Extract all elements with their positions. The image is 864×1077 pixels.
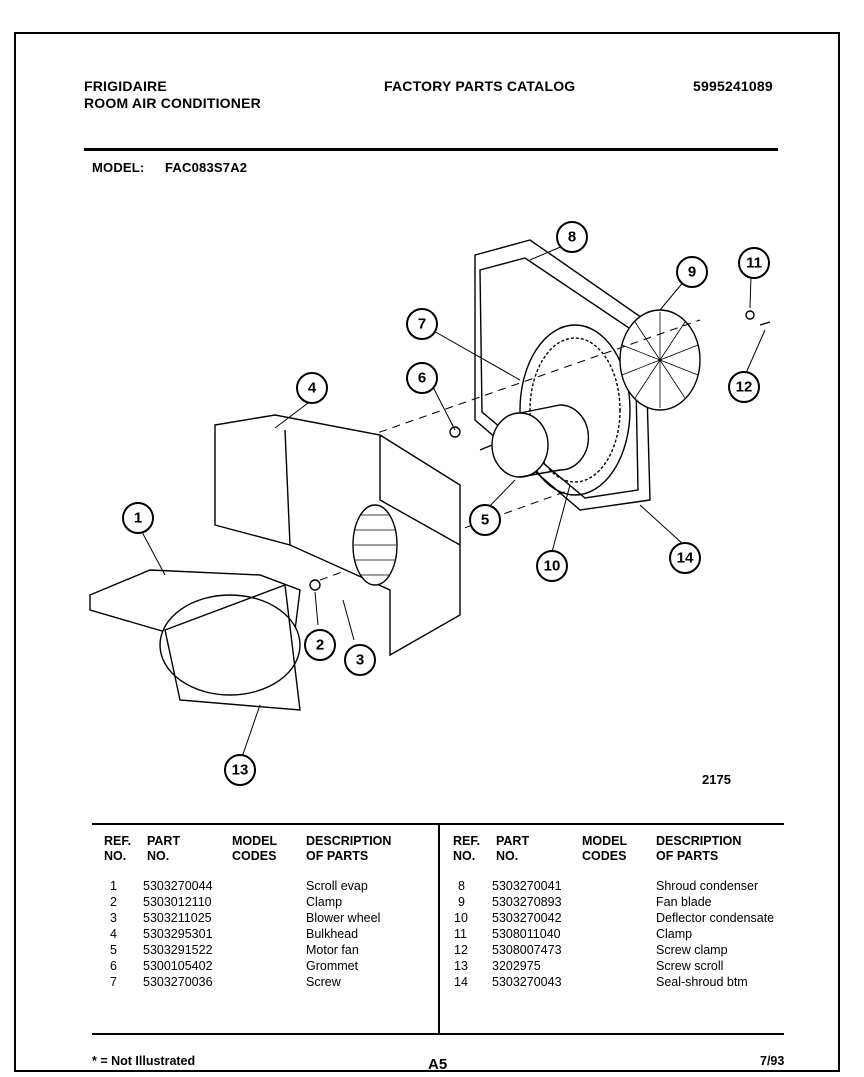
page-frame bbox=[14, 32, 840, 1072]
header-ref: REF.NO. bbox=[104, 834, 132, 863]
table-bottom-rule bbox=[92, 1033, 784, 1035]
svg-text:4: 4 bbox=[308, 380, 317, 397]
header-ref-right: REF.NO. bbox=[453, 834, 481, 863]
svg-text:13: 13 bbox=[232, 762, 249, 779]
callout-5: 5 bbox=[469, 504, 501, 536]
svg-text:8: 8 bbox=[568, 229, 576, 246]
callout-9: 9 bbox=[676, 256, 708, 288]
model-label: MODEL: bbox=[92, 160, 145, 175]
callout-13: 13 bbox=[224, 754, 256, 786]
svg-text:2: 2 bbox=[316, 637, 324, 654]
svg-text:11: 11 bbox=[746, 255, 762, 272]
exploded-parts-diagram: 1 2 3 4 5 6 7 8 9 10 11 12 13 14 bbox=[89, 221, 771, 786]
footnote: * = Not Illustrated bbox=[92, 1054, 196, 1068]
issue-date: 7/93 bbox=[760, 1054, 785, 1068]
callout-14: 14 bbox=[669, 542, 701, 574]
header-rule bbox=[84, 148, 778, 151]
catalog-number: 5995241089 bbox=[693, 78, 773, 94]
callout-3: 3 bbox=[344, 644, 376, 676]
catalog-title: FACTORY PARTS CATALOG bbox=[384, 78, 576, 94]
callout-7: 7 bbox=[406, 308, 438, 340]
svg-text:12: 12 bbox=[736, 379, 753, 396]
svg-text:10: 10 bbox=[544, 558, 561, 575]
callout-1: 1 bbox=[122, 502, 154, 534]
callout-6: 6 bbox=[406, 362, 438, 394]
callout-8: 8 bbox=[556, 221, 588, 253]
callout-2: 2 bbox=[304, 629, 336, 661]
svg-text:5: 5 bbox=[481, 512, 489, 529]
svg-text:3: 3 bbox=[356, 652, 364, 669]
brand: FRIGIDAIRE bbox=[84, 78, 167, 94]
svg-text:14: 14 bbox=[677, 550, 694, 567]
product-name: ROOM AIR CONDITIONER bbox=[84, 95, 261, 111]
svg-text:9: 9 bbox=[688, 264, 696, 281]
table-top-rule bbox=[92, 823, 784, 825]
page-number: A5 bbox=[428, 1056, 448, 1073]
table-divider bbox=[438, 825, 440, 1033]
callout-10: 10 bbox=[536, 550, 568, 582]
callout-11: 11 bbox=[738, 247, 770, 279]
callout-12: 12 bbox=[728, 371, 760, 403]
drawing-number: 2175 bbox=[702, 772, 731, 787]
model-value: FAC083S7A2 bbox=[165, 160, 248, 175]
svg-text:1: 1 bbox=[134, 510, 142, 527]
svg-text:6: 6 bbox=[418, 370, 426, 387]
callout-4: 4 bbox=[296, 372, 328, 404]
svg-text:7: 7 bbox=[418, 316, 426, 333]
